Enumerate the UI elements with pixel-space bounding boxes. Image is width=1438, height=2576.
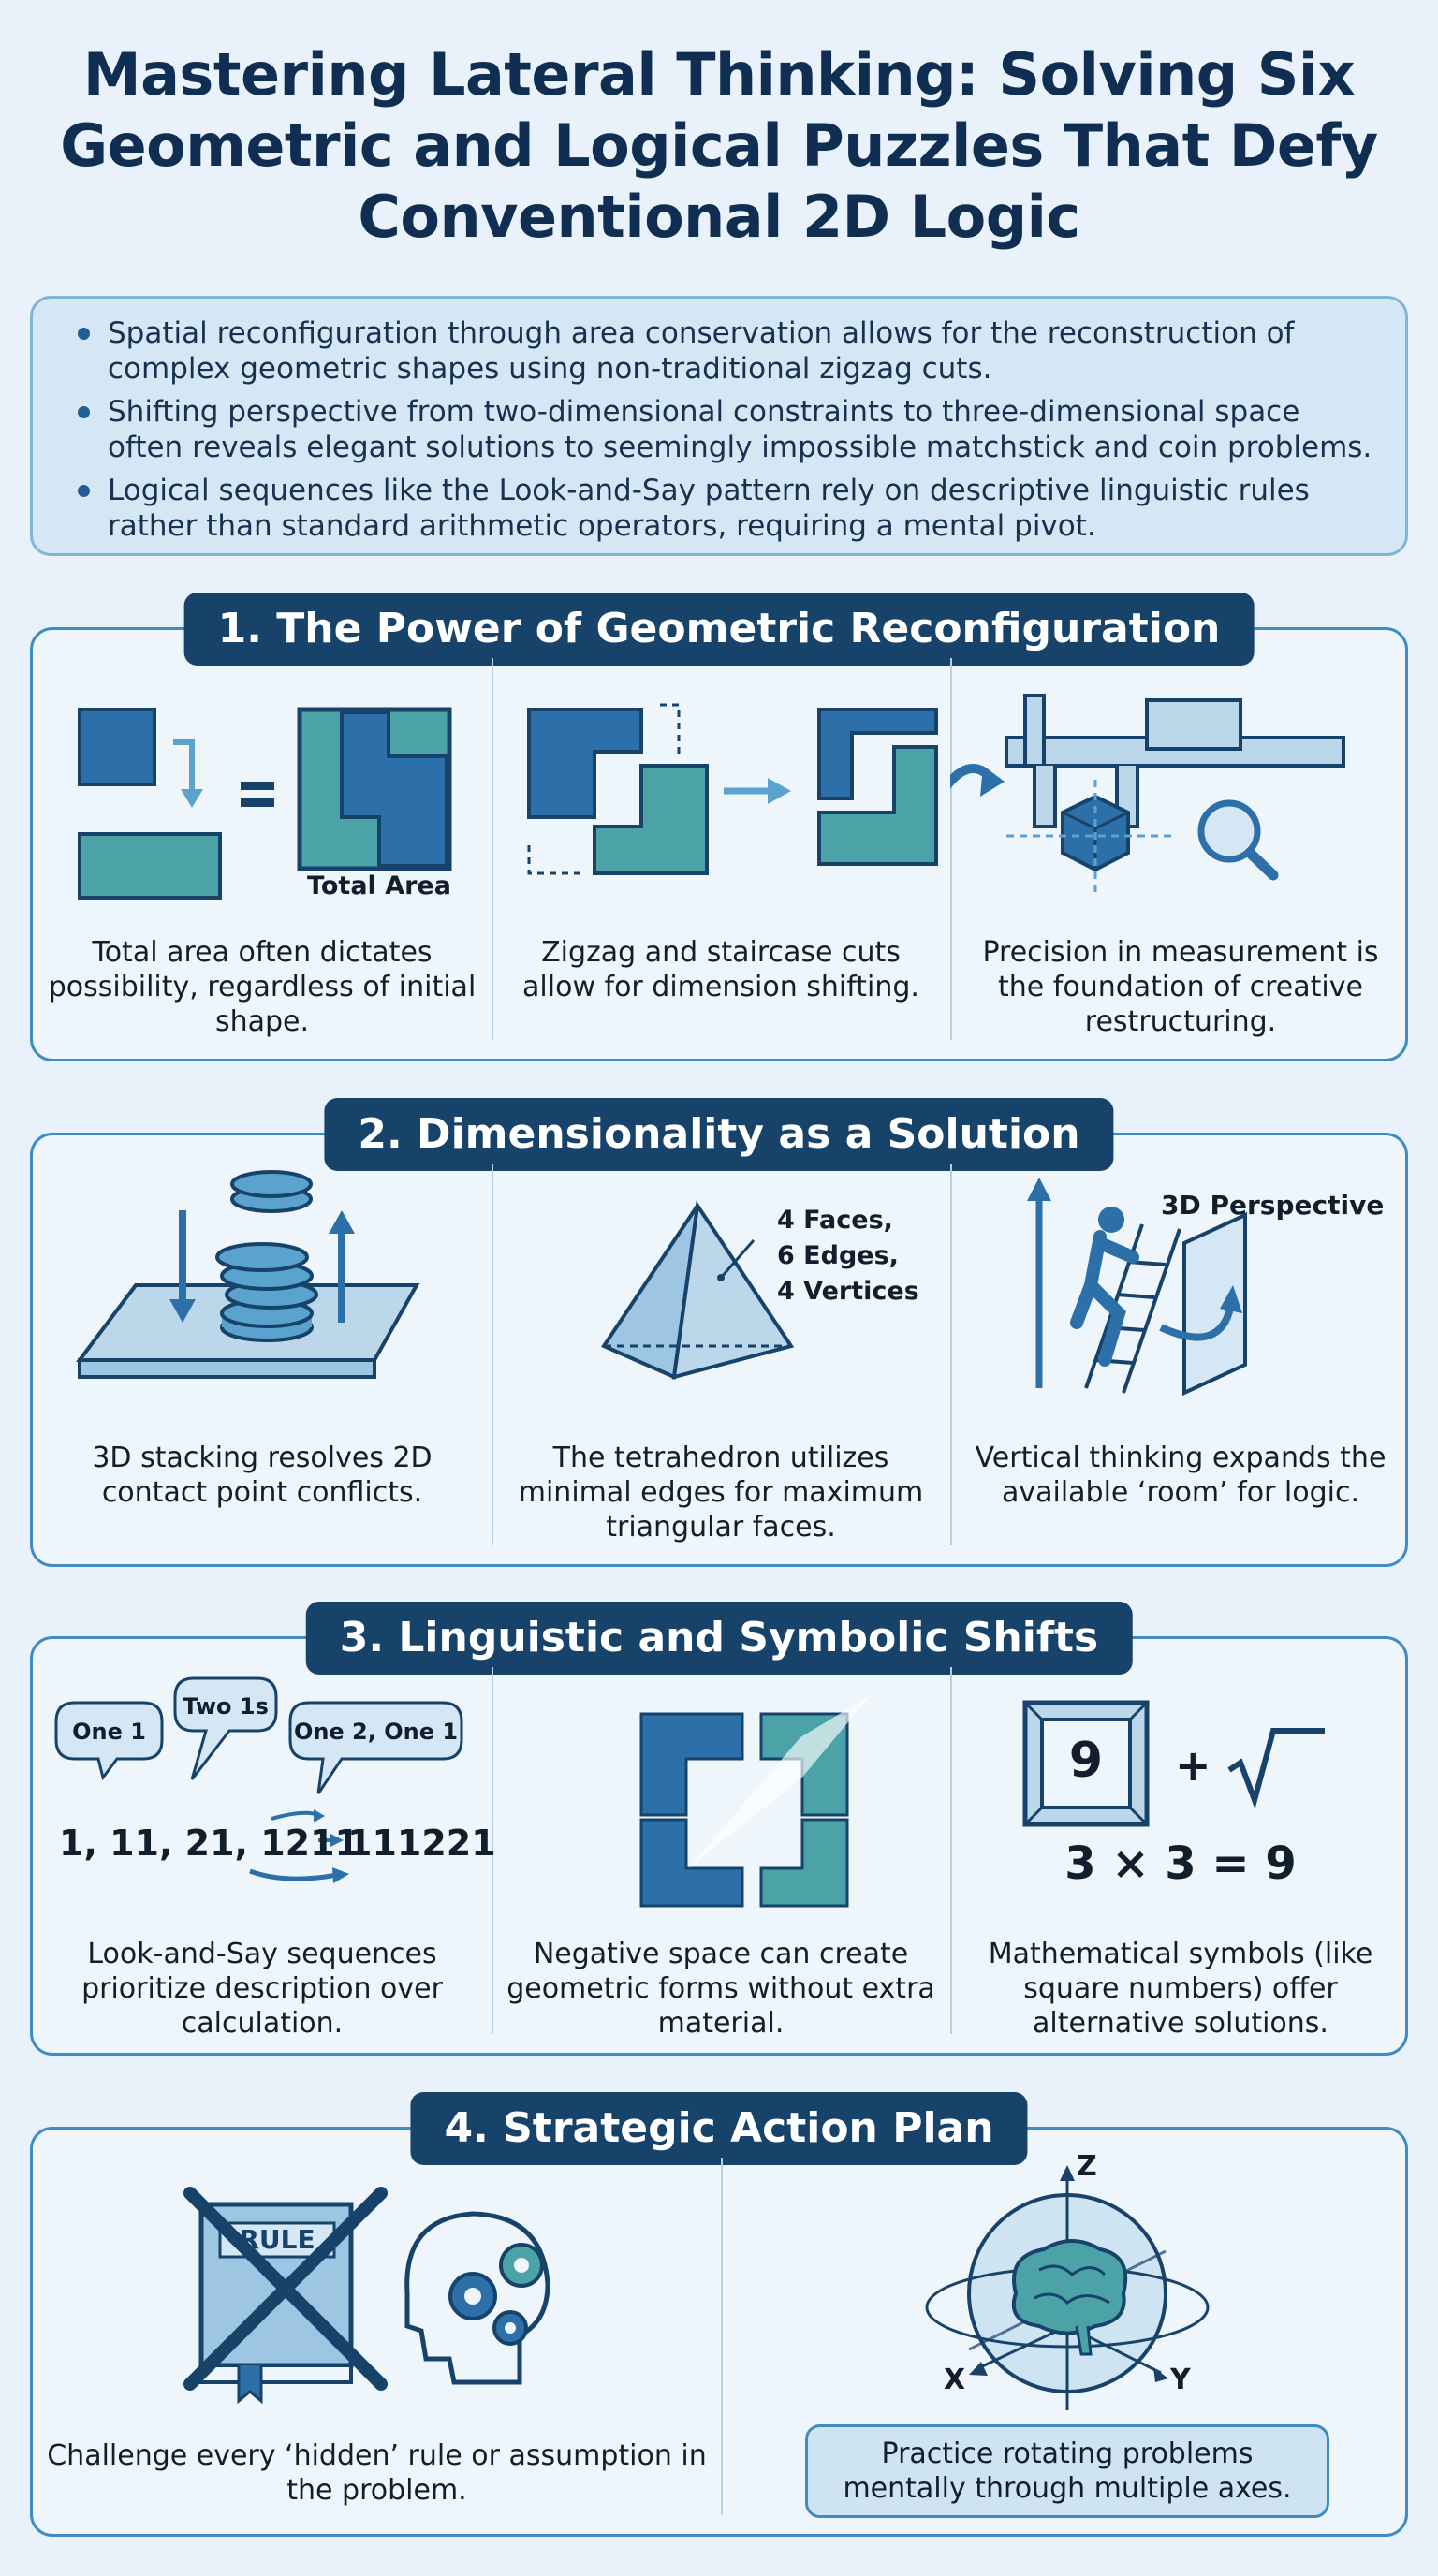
bubble-one-2-one-1: One 2, One 1 [293,1719,459,1745]
intro-summary-box: Spatial reconfiguration through area con… [30,296,1408,556]
column-divider [950,1164,952,1545]
area-conservation-icon [78,707,452,900]
square-numbers-column: 9 + 3 × 3 = 9 Mathematical symbols (like… [950,1639,1411,2053]
negative-space-column: Negative space can create geometric form… [492,1639,950,2053]
plus-sign: + [1175,1740,1211,1791]
speech-bubbles-icon [54,1676,463,1883]
bubble-two-1s: Two 1s [183,1693,269,1720]
tetrahedron-column: 4 Faces, 6 Edges, 4 Vertices The tetrahe… [492,1135,950,1564]
section-heading: 3. Linguistic and Symbolic Shifts [305,1602,1133,1675]
square-numbers-caption: Mathematical symbols (like square number… [988,1938,1373,2040]
intro-bullet-list: Spatial reconfiguration through area con… [66,315,1377,544]
tetrahedron-vertices-label: 4 Vertices [777,1277,919,1306]
square-equation: 3 × 3 = 9 [1064,1837,1297,1890]
zigzag-column: Zigzag and staircase cuts allow for dime… [492,630,950,1059]
axis-y-label: Y [1170,2364,1191,2396]
area-column: Total Area Total area often dictates pos… [33,630,492,1059]
section-linguistic-shifts: 3. Linguistic and Symbolic Shifts One 1 … [30,1602,1411,2056]
square-root-icon [1022,1700,1325,1827]
coin-stack-column: 3D stacking resolves 2D contact point co… [33,1135,492,1564]
section-heading: 1. The Power of Geometric Reconfiguratio… [183,593,1255,666]
3d-perspective-label: 3D Perspective [1161,1190,1385,1221]
negative-space-caption: Negative space can create geometric form… [506,1938,935,2040]
zigzag-cut-icon [527,703,938,875]
coin-stack-caption: 3D stacking resolves 2D contact point co… [92,1442,433,1509]
axis-z-label: Z [1077,2150,1097,2183]
vertical-thinking-caption: Vertical thinking expands the available … [975,1442,1387,1509]
look-and-say-column: One 1 Two 1s One 2, One 1 1, 11, 21, 121… [33,1639,496,2053]
tetrahedron-caption: The tetrahedron utilizes minimal edges f… [518,1442,924,1544]
ladder-climber-icon [1027,1178,1247,1397]
rule-book-brain-icon [183,2187,550,2405]
section-dimensionality: 2. Dimensionality as a Solution [30,1098,1411,1567]
measurement-column: Precision in measurement is the foundati… [950,630,1411,1059]
rotate-axes-column: Z X Y Practice rotating problems mentall… [721,2130,1411,2534]
coin-stack-icon [76,1170,420,1379]
tetrahedron-edges-label: 6 Edges, [777,1241,899,1270]
look-and-say-result: 111221 [347,1822,496,1864]
challenge-rules-column: RULE Challenge every ‘hidden’ rule or as… [33,2130,721,2534]
axis-x-label: X [944,2364,966,2396]
section-geometric-reconfiguration: 1. The Power of Geometric Reconfiguratio… [30,593,1411,1061]
challenge-rules-caption: Challenge every ‘hidden’ rule or assumpt… [47,2439,707,2507]
look-and-say-sequence: 1, 11, 21, 1211 [59,1822,360,1864]
rotate-axes-caption: Practice rotating problems mentally thro… [805,2424,1329,2518]
intro-bullet: Shifting perspective from two-dimensiona… [66,394,1377,465]
look-and-say-caption: Look-and-Say sequences prioritize descri… [81,1938,443,2040]
rule-book-label: RULE [239,2224,315,2255]
total-area-label: Total Area [307,871,451,900]
section-heading: 4. Strategic Action Plan [410,2092,1028,2165]
tetrahedron-icon [601,1200,795,1380]
brain-axes-icon [925,2165,1210,2410]
column-divider [492,658,493,1040]
measurement-caption: Precision in measurement is the foundati… [982,936,1379,1038]
column-divider [950,658,952,1040]
section-action-plan: 4. Strategic Action Plan RULE Challenge … [30,2092,1411,2537]
intro-bullet: Spatial reconfiguration through area con… [66,315,1377,387]
column-divider [721,2158,723,2515]
square-box-value: 9 [1068,1733,1104,1789]
section-heading: 2. Dimensionality as a Solution [324,1098,1114,1171]
column-divider [492,1164,493,1545]
tetrahedron-faces-label: 4 Faces, [777,1206,893,1235]
bubble-one-1: One 1 [72,1719,146,1745]
intro-bullet: Logical sequences like the Look-and-Say … [66,473,1377,544]
negative-space-squares-icon [639,1695,871,1908]
column-divider [492,1667,493,2034]
column-divider [950,1667,952,2034]
caliper-icon [950,694,1345,892]
page-title: Mastering Lateral Thinking: Solving Six … [60,40,1378,251]
zigzag-caption: Zigzag and staircase cuts allow for dime… [522,936,919,1003]
vertical-thinking-column: 3D Perspective Vertical thinking expands… [950,1135,1411,1564]
area-caption: Total area often dictates possibility, r… [48,936,477,1038]
